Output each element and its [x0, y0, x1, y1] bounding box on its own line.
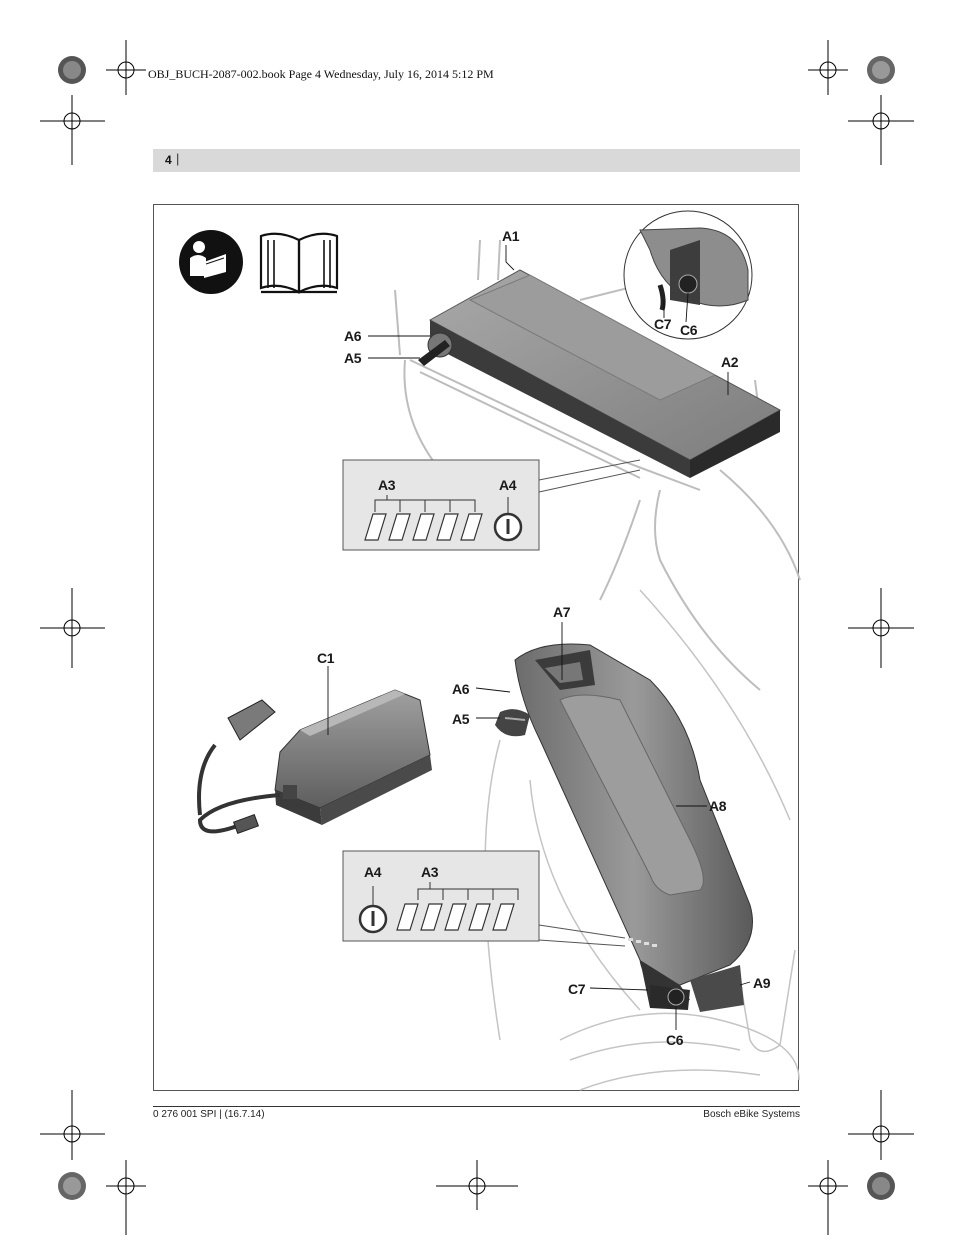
footer-brand: Bosch eBike Systems: [703, 1109, 800, 1120]
battery-rack: [418, 269, 782, 478]
label-c7-bottom: C7: [568, 981, 586, 997]
label-c6-bottom: C6: [666, 1032, 684, 1048]
rear-wheel-lines: [484, 589, 800, 1091]
battery-frame: [495, 643, 753, 1012]
reg-mark-br: [808, 1090, 914, 1235]
rack-lines-top: [394, 239, 801, 691]
label-c6-top: C6: [680, 322, 698, 338]
led-panel-bottom: [342, 850, 626, 947]
open-book-icon: [259, 232, 339, 294]
figure-frame: [153, 204, 799, 1091]
label-c7-top: C7: [654, 316, 672, 332]
label-a3-bottom: A3: [421, 864, 439, 880]
reg-mark-bc: [436, 1160, 518, 1210]
label-a6-top: A6: [344, 328, 362, 344]
reg-mark-bl: [40, 1090, 146, 1235]
header-bar: [153, 149, 800, 172]
label-a7: A7: [553, 604, 571, 620]
label-a6-bottom: A6: [452, 681, 470, 697]
reg-mark-tl: [40, 40, 146, 165]
label-a3-top: A3: [378, 477, 396, 493]
led-panel-top: [342, 459, 641, 551]
header-separator: |: [176, 151, 180, 166]
label-a5-bottom: A5: [452, 711, 470, 727]
reg-mark-mr: [848, 588, 914, 668]
label-a9: A9: [753, 975, 771, 991]
page-number: 4: [165, 153, 172, 167]
label-a1: A1: [502, 228, 520, 244]
label-c1: C1: [317, 650, 335, 666]
label-a4-bottom: A4: [364, 864, 382, 880]
label-a2: A2: [721, 354, 739, 370]
label-a8: A8: [709, 798, 727, 814]
label-a5-top: A5: [344, 350, 362, 366]
reg-mark-ml: [40, 588, 105, 668]
read-instructions-icon: [179, 230, 243, 294]
print-info: OBJ_BUCH-2087-002.book Page 4 Wednesday,…: [148, 67, 494, 81]
reg-mark-tr: [808, 40, 914, 165]
charger-c1: [197, 689, 432, 835]
footer-document-number: 0 276 001 SPI | (16.7.14): [153, 1109, 265, 1120]
leader-lines: [327, 245, 751, 1030]
connector-detail-top: [623, 210, 753, 340]
label-a4-top: A4: [499, 477, 517, 493]
footer-rule: [153, 1106, 800, 1107]
registration-marks: [40, 40, 914, 1235]
color-targets: [58, 56, 895, 1200]
